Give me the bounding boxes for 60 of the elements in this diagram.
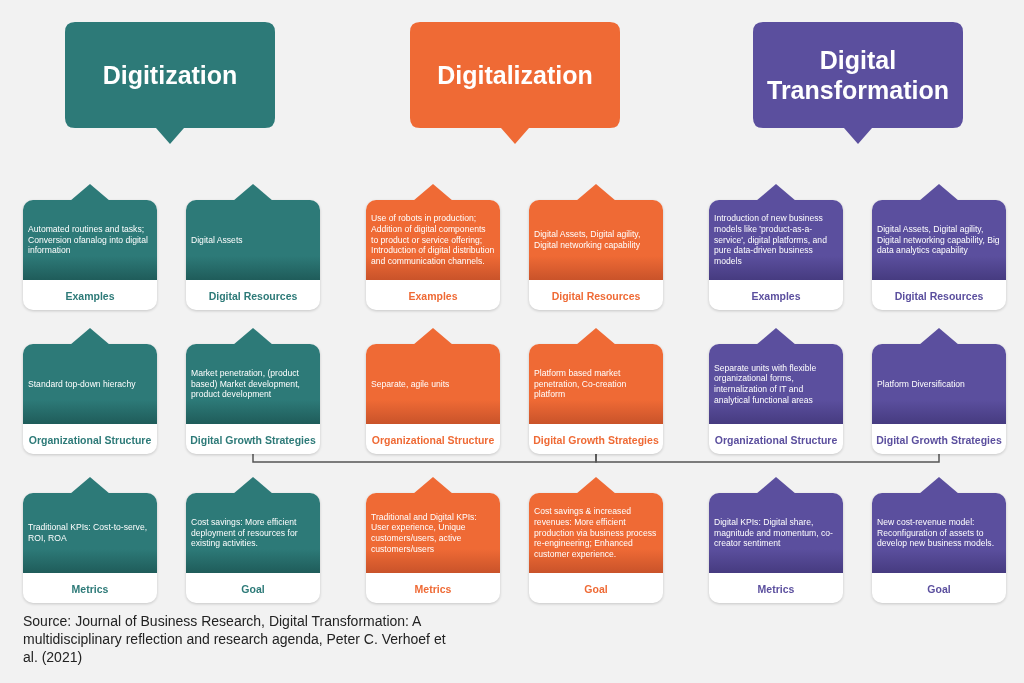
card-text: Cost savings & increased revenues: More efficient production via business process re-engineering; Enhanced customer experience.	[529, 493, 663, 573]
card-heading: Goal	[926, 581, 952, 597]
heading-text: Digitalization	[436, 60, 594, 91]
callout-card	[366, 477, 500, 603]
card-heading: Examples	[407, 288, 459, 304]
callout-card	[186, 328, 320, 454]
callout-card	[186, 184, 320, 310]
source-caption: Source: Journal of Business Research, Digital Transformation: A multidisciplinary reflection and research agenda, Peter C. Verhoef et al. (2021)	[23, 612, 447, 667]
callout-card	[529, 184, 663, 310]
card-text: Digital KPIs: Digital share, magnitude and momentum, co-creator sentiment	[709, 493, 843, 573]
callout-card	[23, 477, 157, 603]
card-text: Cost savings: More efficient deployment of resources for existing activities.	[186, 493, 320, 573]
callout-card	[23, 184, 157, 310]
callout-card	[366, 328, 500, 454]
card-text: Traditional KPIs: Cost-to-serve, ROI, ROA	[23, 493, 157, 573]
card-heading: Metrics	[413, 581, 453, 597]
card-heading: Goal	[240, 581, 266, 597]
connector-line	[252, 453, 597, 463]
heading-text: Digital Transformation	[766, 45, 950, 106]
card-text: Introduction of new business models like 'product-as-a-service', digital platforms, and pure data-driven business models	[709, 200, 843, 280]
callout-card	[872, 184, 1006, 310]
card-heading: Digital Growth Strategies	[532, 432, 660, 448]
card-heading: Digital Growth Strategies	[189, 432, 317, 448]
card-text: Digital Assets, Digital agility, Digital networking capability	[529, 200, 663, 280]
card-text: Traditional and Digital KPIs: User experience, Unique customers/users, active customers/users	[366, 493, 500, 573]
card-text: Separate, agile units	[366, 344, 500, 424]
callout-card	[709, 477, 843, 603]
card-text: Separate units with flexible organizational forms, internalization of IT and analytical functional areas	[709, 344, 843, 424]
callout-card	[23, 328, 157, 454]
card-heading: Organizational Structure	[27, 432, 153, 448]
card-heading: Metrics	[70, 581, 110, 597]
card-text: Use of robots in production; Addition of digital components to product or service offering; Introduction of digital distribution and communication channels.	[366, 200, 500, 280]
callout-card	[529, 328, 663, 454]
card-text: Platform based market penetration, Co-creation platform	[529, 344, 663, 424]
card-text: Standard top-down hierachy	[23, 344, 157, 424]
card-text: New cost-revenue model: Reconfiguration of assets to develop new business models.	[872, 493, 1006, 573]
callout-card	[709, 328, 843, 454]
callout-card	[366, 184, 500, 310]
card-text: Platform Diversification	[872, 344, 1006, 424]
card-text: Digital Assets	[186, 200, 320, 280]
heading-text: Digitization	[101, 60, 239, 91]
card-heading: Examples	[64, 288, 116, 304]
callout-card	[709, 184, 843, 310]
card-heading: Metrics	[756, 581, 796, 597]
callout-card	[872, 477, 1006, 603]
card-heading: Digital Resources	[207, 288, 299, 304]
card-text: Digital Assets, Digital agility, Digital networking capability, Big data analytics capability	[872, 200, 1006, 280]
card-heading: Organizational Structure	[713, 432, 839, 448]
callout-card	[529, 477, 663, 603]
connector-line	[595, 453, 940, 463]
card-heading: Examples	[750, 288, 802, 304]
card-heading: Organizational Structure	[370, 432, 496, 448]
card-text: Automated routines and tasks; Conversion ofanalog into digital information	[23, 200, 157, 280]
card-heading: Digital Resources	[550, 288, 642, 304]
card-text: Market penetration, (product based) Market development, product development	[186, 344, 320, 424]
card-heading: Digital Growth Strategies	[875, 432, 1003, 448]
callout-card	[872, 328, 1006, 454]
card-heading: Goal	[583, 581, 609, 597]
card-heading: Digital Resources	[893, 288, 985, 304]
callout-card	[186, 477, 320, 603]
